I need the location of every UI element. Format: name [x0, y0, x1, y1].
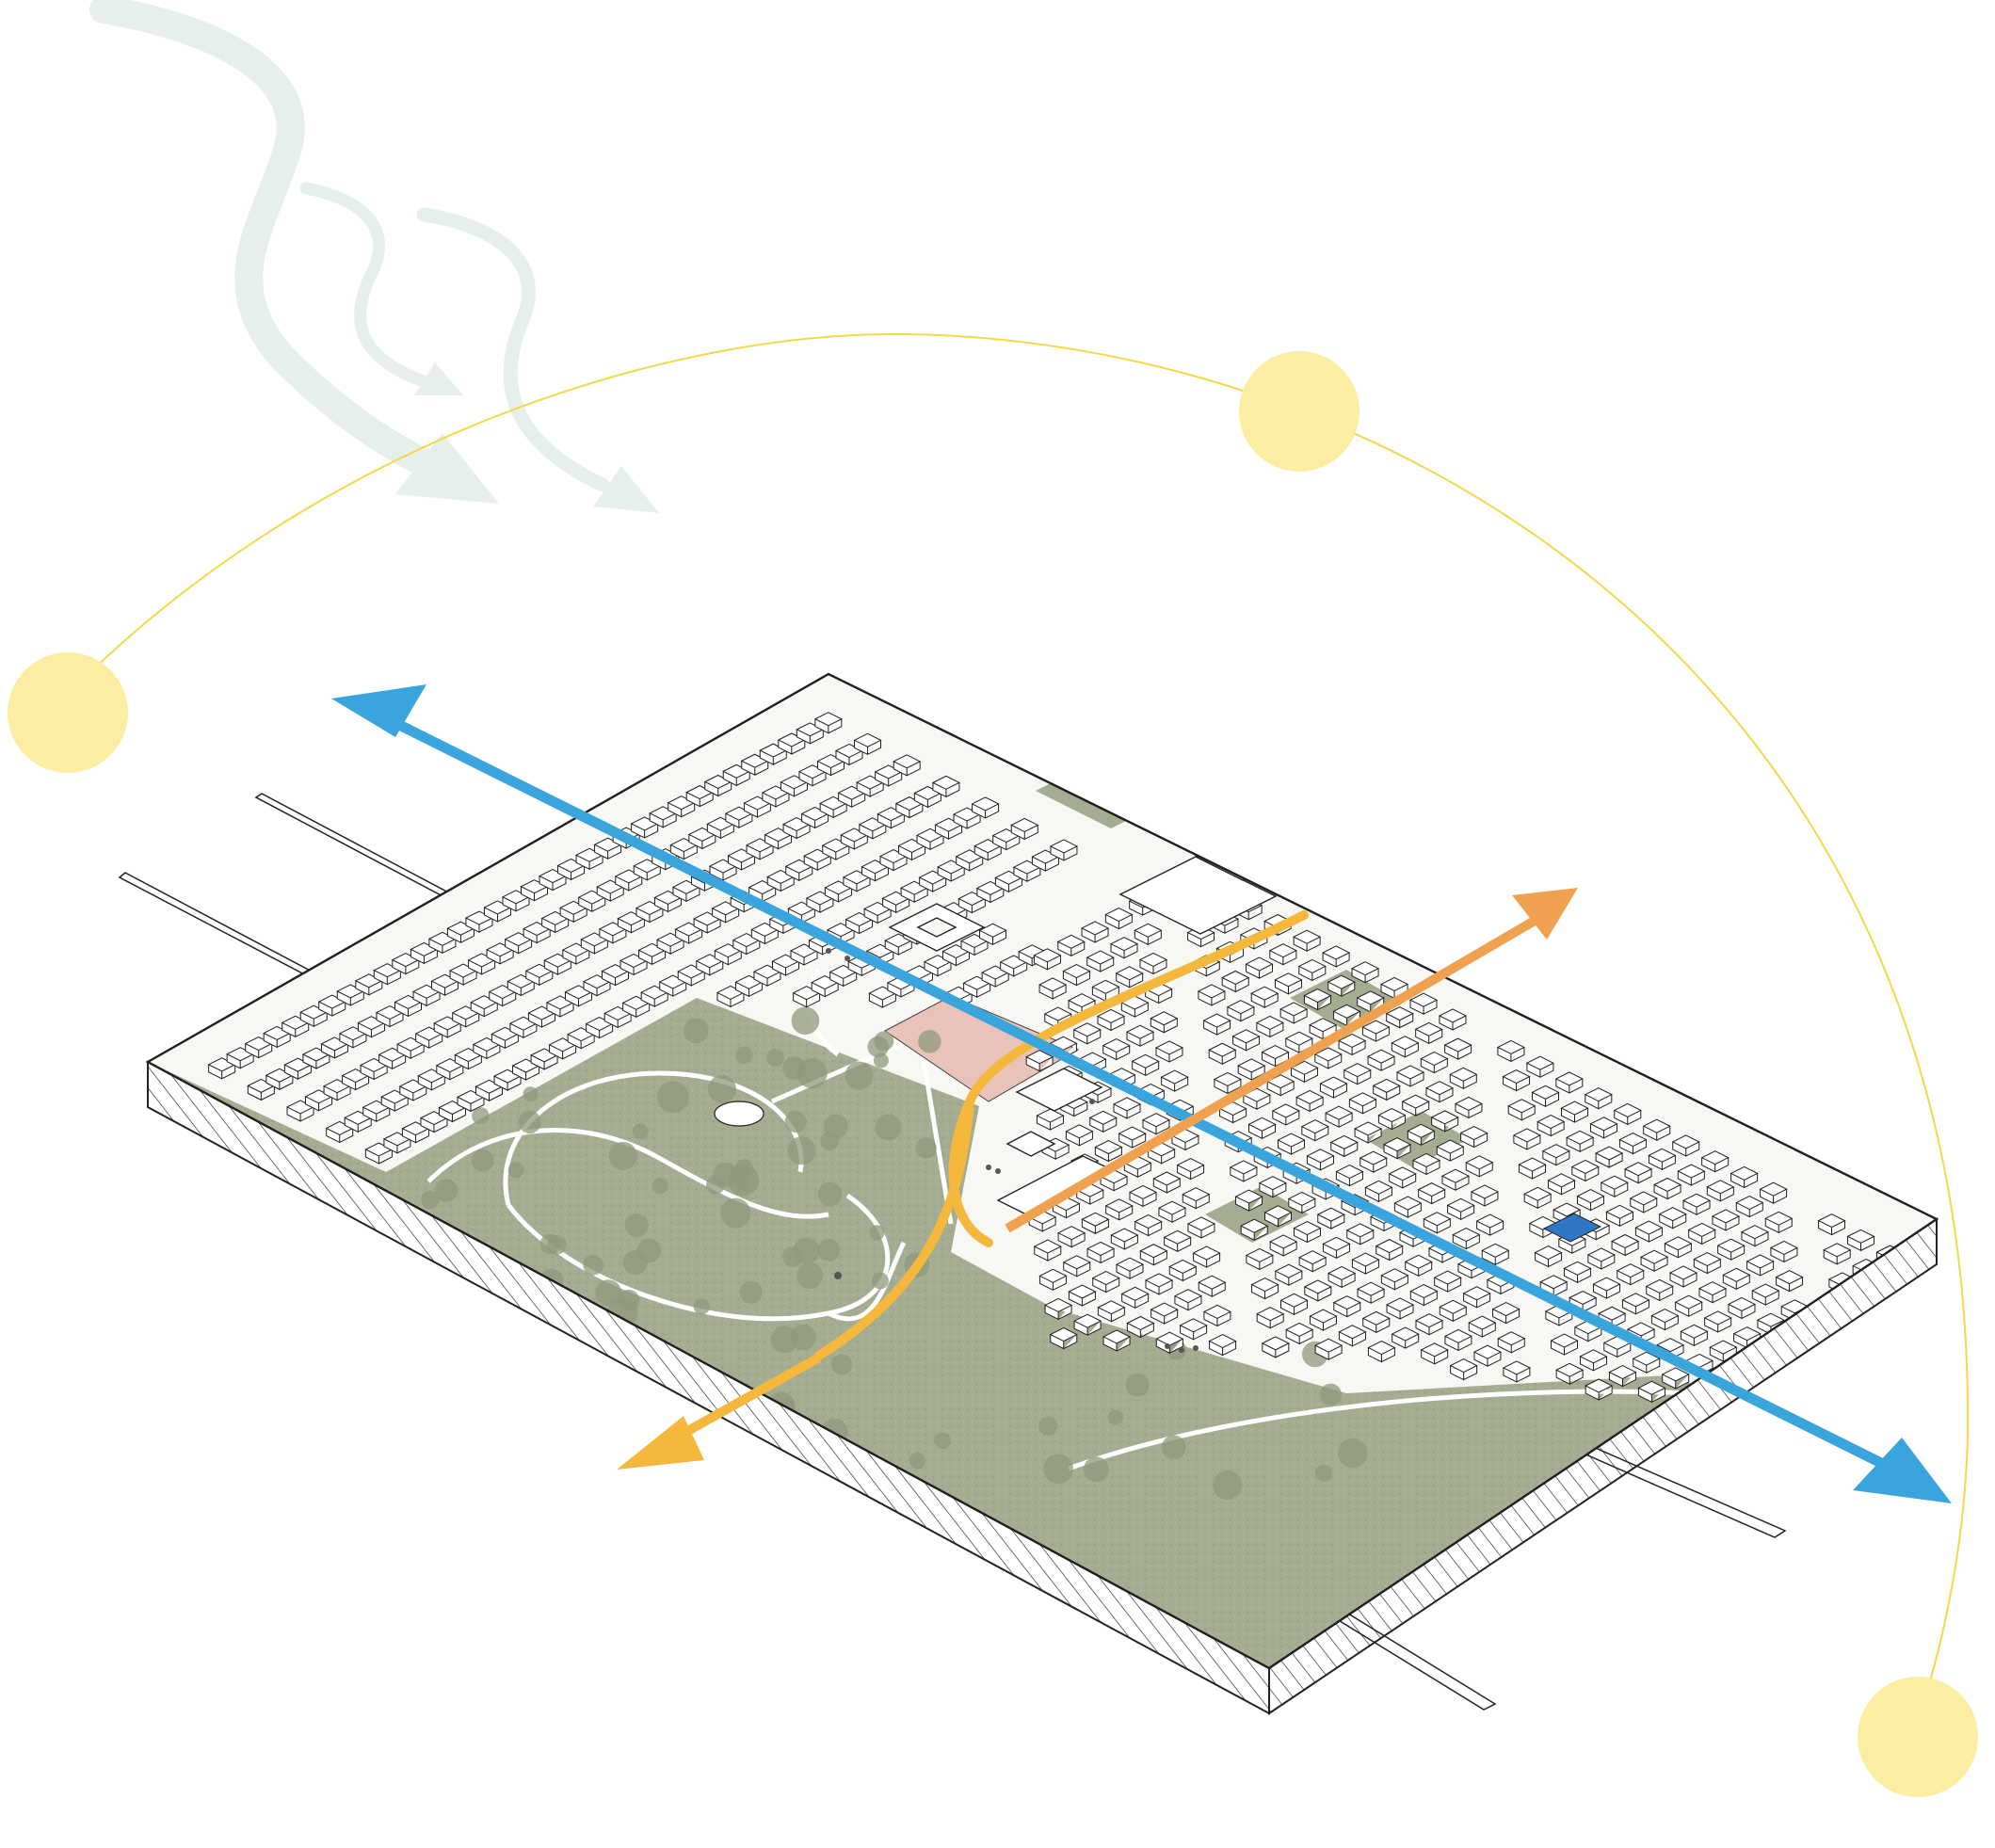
- tree: [817, 1239, 840, 1261]
- tree: [684, 1018, 709, 1043]
- tree: [796, 1262, 823, 1289]
- tree: [792, 1006, 820, 1035]
- tree: [460, 1418, 486, 1443]
- tree: [1320, 1384, 1342, 1406]
- tree: [633, 1123, 649, 1139]
- arrow-blue-head-se: [1853, 1438, 1952, 1503]
- tree: [508, 1162, 524, 1178]
- block-top: [148, 674, 1937, 1668]
- tree: [470, 1424, 491, 1445]
- tree: [625, 1213, 649, 1237]
- sun-disc-sunrise: [8, 652, 128, 773]
- tree: [909, 1453, 926, 1470]
- tree: [1338, 1438, 1367, 1468]
- tree: [402, 1255, 431, 1284]
- tree: [818, 1182, 843, 1207]
- tree: [845, 1062, 873, 1090]
- tree: [785, 1111, 807, 1133]
- approach-road-nw-2: [120, 873, 315, 977]
- tree: [876, 1115, 902, 1141]
- tree: [539, 1326, 556, 1344]
- tree: [657, 1081, 689, 1113]
- tree: [728, 1165, 760, 1197]
- tree: [595, 1279, 621, 1306]
- tree: [473, 1471, 495, 1494]
- tree: [934, 1432, 951, 1449]
- tree: [771, 1326, 798, 1353]
- tree: [523, 1086, 539, 1101]
- tree: [1126, 1374, 1150, 1397]
- tree: [472, 1149, 494, 1172]
- wind-arrow-small-a: [306, 188, 424, 381]
- tree: [820, 1132, 839, 1150]
- tree: [1038, 1417, 1057, 1436]
- tree: [720, 1198, 750, 1229]
- tree: [405, 1456, 428, 1480]
- tree: [797, 1058, 828, 1088]
- tree: [523, 1324, 551, 1351]
- tree: [1043, 1454, 1073, 1485]
- tree: [735, 1047, 753, 1065]
- tree: [1108, 1409, 1124, 1425]
- tree: [831, 1354, 852, 1374]
- sun-disc-noon: [1239, 351, 1359, 472]
- tree: [1315, 1465, 1332, 1482]
- wind-arrow-main: [104, 9, 442, 471]
- sun-disc-sunset: [1858, 1677, 1978, 1797]
- tree: [421, 1191, 439, 1209]
- tree: [874, 1053, 889, 1069]
- tree: [540, 1234, 561, 1255]
- approach-road-nw-1: [256, 794, 452, 898]
- tree: [609, 1142, 637, 1170]
- tree: [583, 1255, 603, 1276]
- tree: [458, 1462, 482, 1486]
- tree: [694, 1298, 710, 1314]
- tree: [1084, 1456, 1109, 1482]
- tree: [652, 1178, 668, 1194]
- tree: [519, 1111, 541, 1133]
- tree: [708, 1075, 736, 1103]
- tree: [740, 1281, 763, 1304]
- wind-arrows: [104, 9, 659, 513]
- tree: [787, 1136, 815, 1165]
- tree: [870, 1225, 885, 1240]
- tree: [1162, 1436, 1186, 1460]
- tree: [918, 1030, 941, 1053]
- tree: [1213, 1470, 1242, 1500]
- tree: [637, 1239, 662, 1263]
- tree: [916, 1137, 937, 1158]
- park-pavilion: [715, 1101, 764, 1126]
- tree: [766, 1049, 784, 1067]
- tree: [782, 1246, 803, 1267]
- tree: [872, 1272, 889, 1289]
